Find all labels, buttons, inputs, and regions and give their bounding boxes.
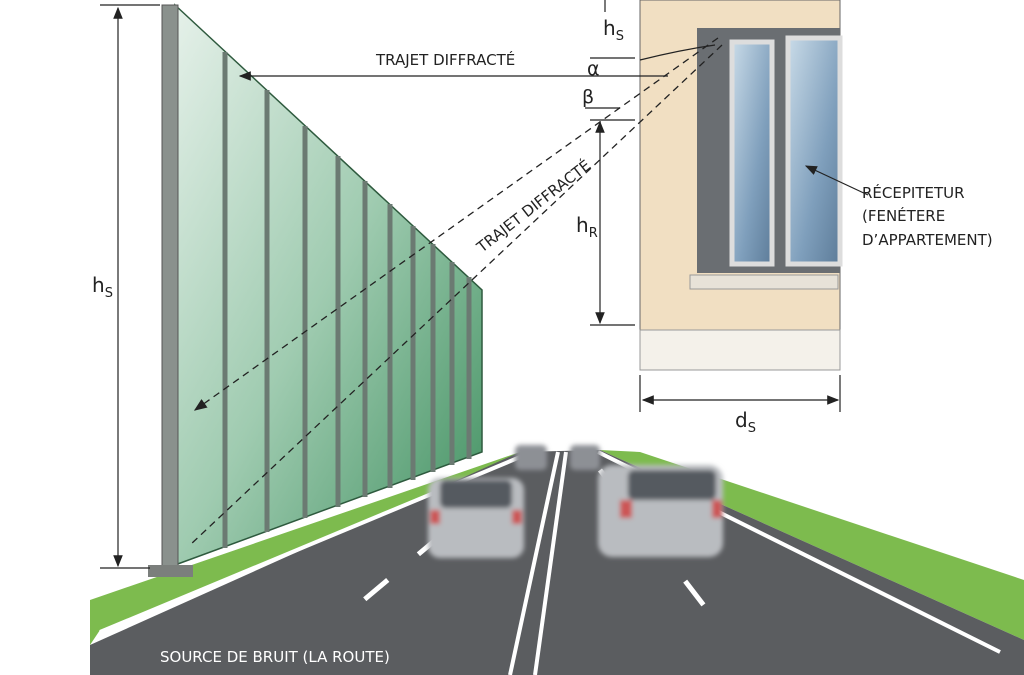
road bbox=[90, 450, 1024, 675]
diffracted-path-label-top: TRAJET DIFFRACTÉ bbox=[375, 50, 515, 69]
barrier-height-label: hS bbox=[92, 273, 113, 301]
cars bbox=[428, 445, 723, 558]
source-height-label-top: hS bbox=[603, 16, 624, 44]
window-sill bbox=[689, 274, 839, 290]
receiver-label-line-3: D’APPARTEMENT) bbox=[862, 231, 993, 249]
dimension-lines bbox=[100, 0, 869, 569]
window-glass-right bbox=[785, 35, 843, 267]
diffracted-path-label-diagonal: TRAJET DIFFRACTÉ bbox=[472, 155, 594, 256]
apartment-building bbox=[639, 0, 843, 371]
noise-source-label: SOURCE DE BRUIT (LA ROUTE) bbox=[160, 648, 390, 666]
alpha-angle-label: α bbox=[587, 58, 600, 80]
window-glass-left bbox=[729, 39, 775, 267]
receiver-label-line-1: RÉCEPITETUR bbox=[862, 183, 965, 202]
receiver-height-label: hR bbox=[576, 213, 598, 241]
receiver-label-line-2: (FENÉTERE bbox=[862, 206, 945, 225]
diffracted-rays bbox=[189, 37, 723, 546]
receiver-label: RÉCEPITETUR (FENÉTERE D’APPARTEMENT) bbox=[862, 183, 993, 249]
noise-barrier bbox=[148, 3, 483, 577]
distance-label: dS bbox=[735, 408, 756, 436]
beta-angle-label: β bbox=[582, 86, 594, 108]
